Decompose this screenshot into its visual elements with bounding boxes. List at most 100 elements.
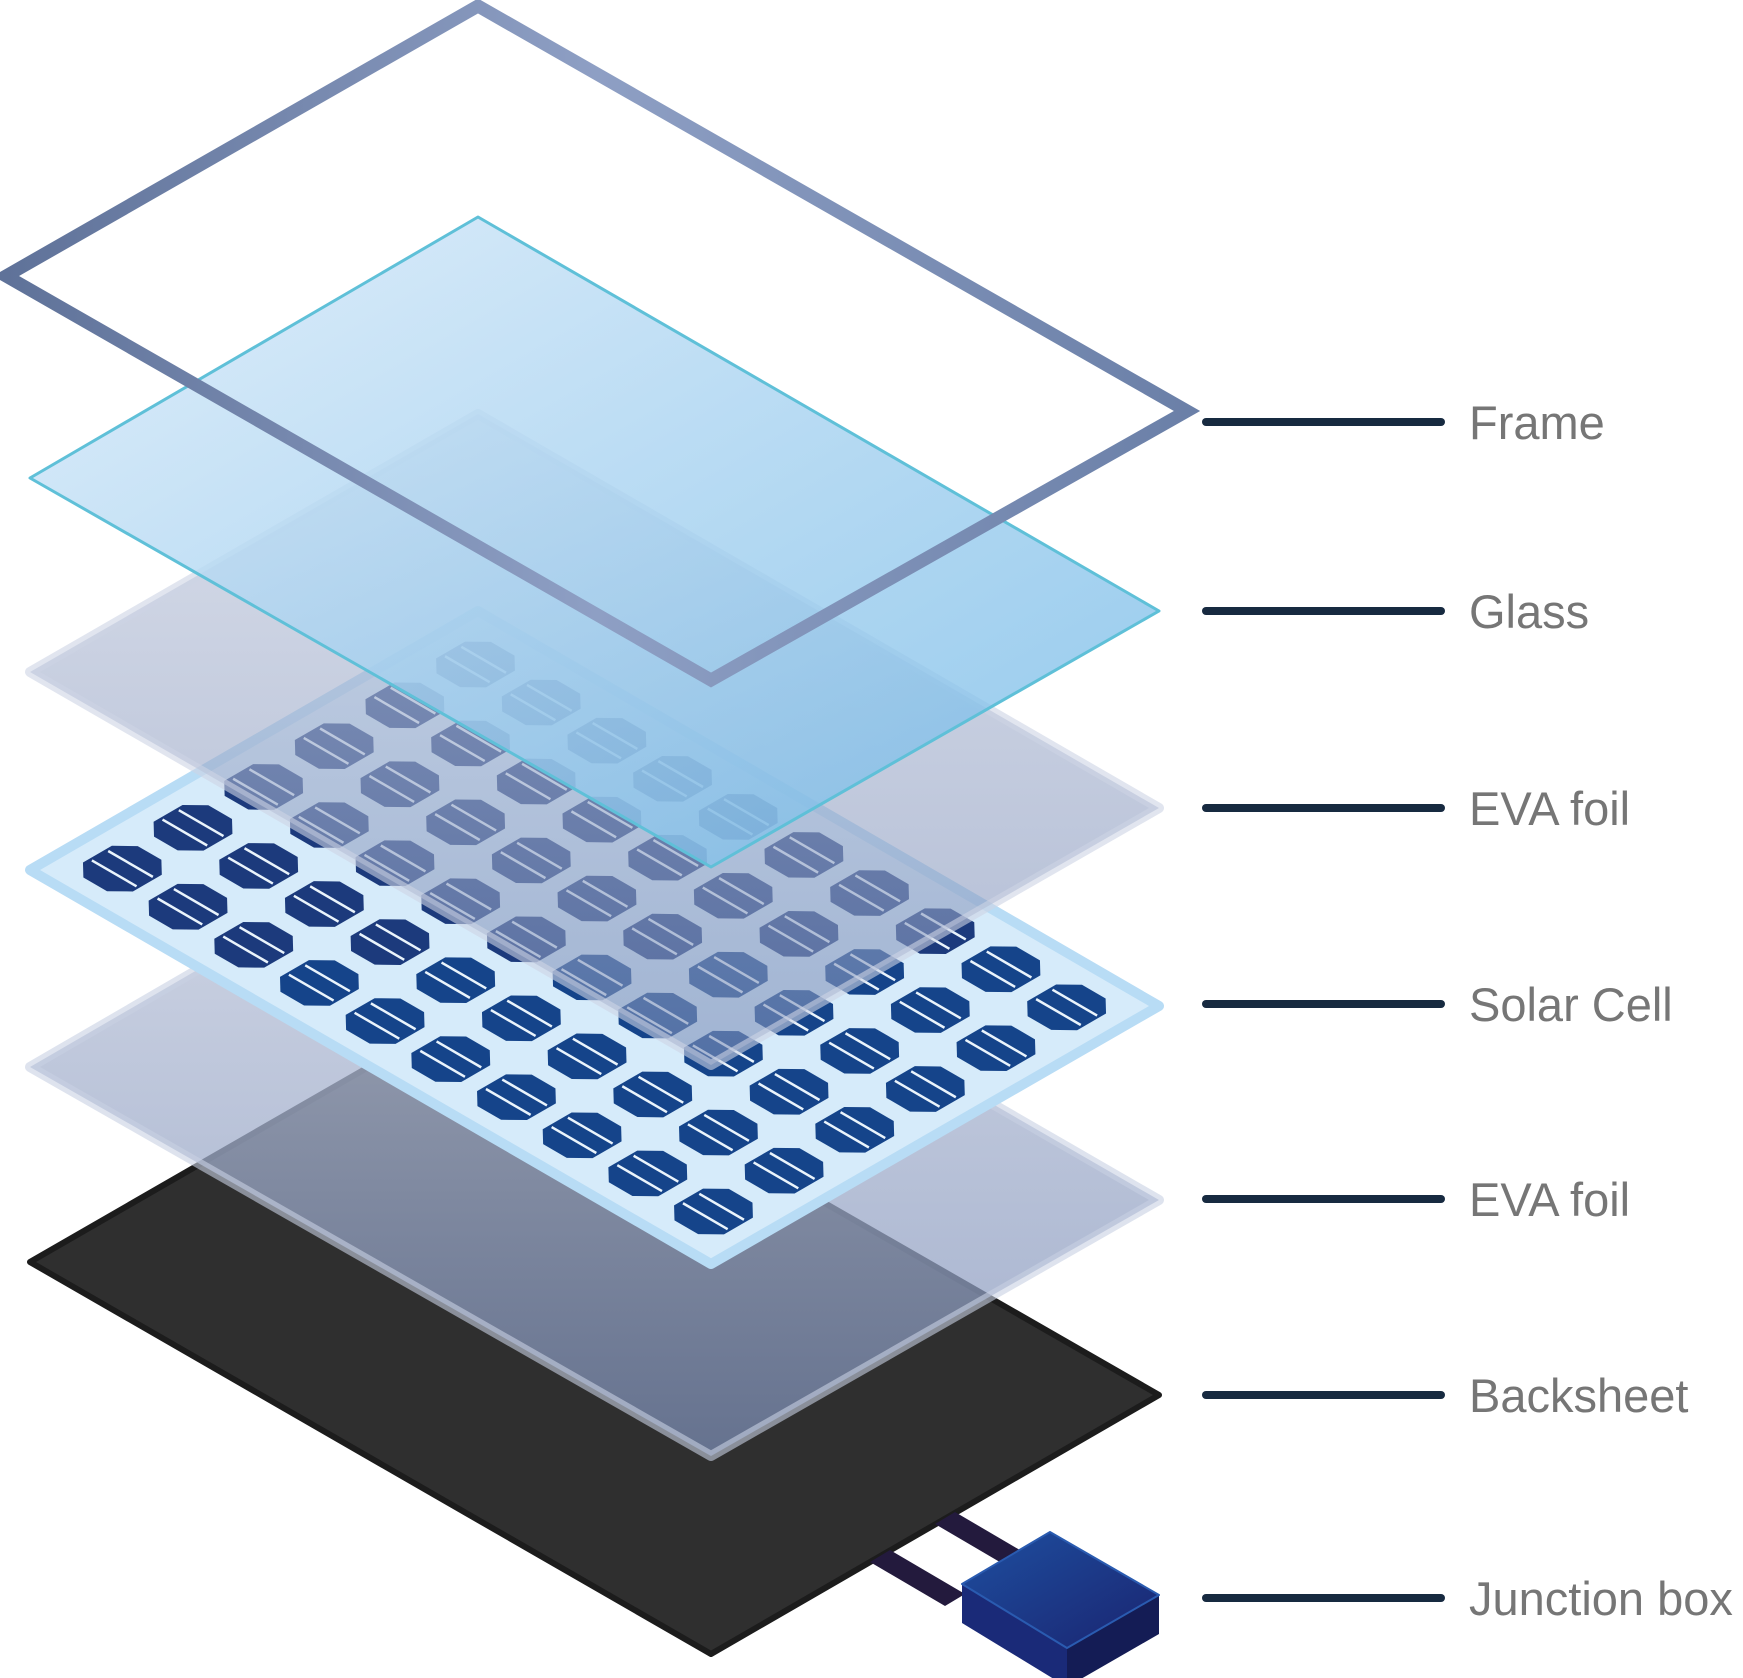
leader-line <box>1202 1000 1445 1008</box>
cell-busbar <box>687 1123 734 1152</box>
cell-busbar <box>769 1151 816 1180</box>
label-junction-box: Junction box <box>1202 1568 1733 1628</box>
solar-cell <box>815 1107 895 1153</box>
solar-cell <box>608 1150 688 1197</box>
cell-busbar <box>823 1120 870 1149</box>
cell-busbar <box>222 935 269 964</box>
cell-busbar <box>375 923 422 952</box>
solar-cell <box>477 1074 556 1121</box>
solar-cell <box>1027 984 1107 1031</box>
cell-busbar <box>424 970 471 999</box>
solar-cell <box>674 1188 753 1235</box>
cell-busbar <box>419 1049 466 1078</box>
label-solar-cell: Solar Cell <box>1202 974 1673 1034</box>
cell-busbar <box>178 809 225 838</box>
frame-layer <box>0 0 1201 688</box>
leader-line <box>1202 418 1445 426</box>
label-text: Solar Cell <box>1469 977 1673 1031</box>
cell-busbar <box>567 1116 614 1145</box>
solar-cell <box>481 995 561 1042</box>
cell-busbar <box>915 991 962 1020</box>
solar-cell <box>214 922 294 968</box>
solar-cell <box>547 1033 627 1080</box>
cell-busbar <box>501 1078 548 1107</box>
cell-busbar <box>555 1047 602 1076</box>
label-text: EVA foil <box>1469 781 1631 835</box>
cell-busbar <box>757 1082 804 1111</box>
label-text: Backsheet <box>1469 1368 1689 1422</box>
cell-busbar <box>309 885 356 914</box>
cell-busbar <box>910 1070 957 1099</box>
leader-line <box>1202 1195 1445 1203</box>
solar-cell <box>350 919 430 965</box>
solar-cell <box>284 881 364 927</box>
cell-busbar <box>490 1008 537 1038</box>
label-glass: Glass <box>1202 581 1589 641</box>
cell-busbar <box>551 1125 597 1155</box>
solar-cell <box>679 1109 758 1156</box>
solar-cell <box>961 946 1041 993</box>
solar-cell <box>890 987 970 1033</box>
cell-busbar <box>435 1040 482 1069</box>
glass-layer <box>28 215 1161 869</box>
cell-busbar <box>986 950 1033 979</box>
cell-busbar <box>633 1154 679 1183</box>
cell-busbar <box>1035 998 1082 1027</box>
cell-busbar <box>899 1000 946 1029</box>
cell-busbar <box>238 926 285 955</box>
cell-busbar <box>485 1087 532 1116</box>
solar-cell <box>744 1147 824 1194</box>
solar-cell <box>279 960 359 1006</box>
cell-busbar <box>173 887 220 917</box>
cell-busbar <box>161 818 208 847</box>
cell-busbar <box>506 999 553 1028</box>
cell-busbar <box>682 1202 729 1231</box>
cell-busbar <box>964 1038 1011 1067</box>
cell-busbar <box>572 1037 619 1066</box>
cell-busbar <box>616 1164 663 1193</box>
label-text: Junction box <box>1469 1571 1733 1625</box>
label-eva-foil-lower: EVA foil <box>1202 1169 1630 1229</box>
cell-busbar <box>288 973 335 1002</box>
cell-busbar <box>227 856 274 885</box>
solar-cell <box>613 1071 693 1118</box>
leader-line <box>1202 1594 1445 1602</box>
junction-box <box>961 1531 1160 1678</box>
label-eva-foil-upper: EVA foil <box>1202 778 1630 838</box>
solar-cell <box>956 1025 1036 1072</box>
cell-busbar <box>774 1073 821 1102</box>
cell-busbar <box>698 1192 745 1221</box>
cell-busbar <box>91 859 138 888</box>
cell-busbar <box>243 847 290 876</box>
cell-busbar <box>1051 988 1098 1017</box>
cell-busbar <box>370 1002 417 1031</box>
cell-busbar <box>703 1113 750 1142</box>
leader-line <box>1202 607 1445 615</box>
label-backsheet: Backsheet <box>1202 1365 1688 1425</box>
leader-line <box>1202 1391 1445 1399</box>
cell-busbar <box>828 1041 875 1070</box>
solar-cell <box>416 957 496 1004</box>
junction-box-cables <box>870 1512 1030 1606</box>
solar-cell <box>749 1068 829 1115</box>
label-text: Glass <box>1469 584 1590 638</box>
cell-busbar <box>358 932 405 961</box>
solar-cell <box>345 998 425 1044</box>
label-text: EVA foil <box>1469 1172 1631 1226</box>
cell-busbar <box>293 894 340 923</box>
solar-cell <box>219 843 299 889</box>
cell-busbar <box>839 1111 886 1140</box>
leader-line <box>1202 804 1445 812</box>
cell-busbar <box>353 1011 400 1040</box>
solar-cell <box>885 1066 965 1112</box>
solar-cell <box>820 1028 900 1074</box>
solar-cell <box>153 804 233 851</box>
cell-busbar <box>440 961 487 990</box>
solar-cell <box>82 845 162 892</box>
cell-busbar <box>753 1161 799 1190</box>
label-frame: Frame <box>1202 392 1605 452</box>
label-text: Frame <box>1469 395 1605 449</box>
cell-busbar <box>156 897 203 926</box>
cell-busbar <box>981 1029 1028 1058</box>
